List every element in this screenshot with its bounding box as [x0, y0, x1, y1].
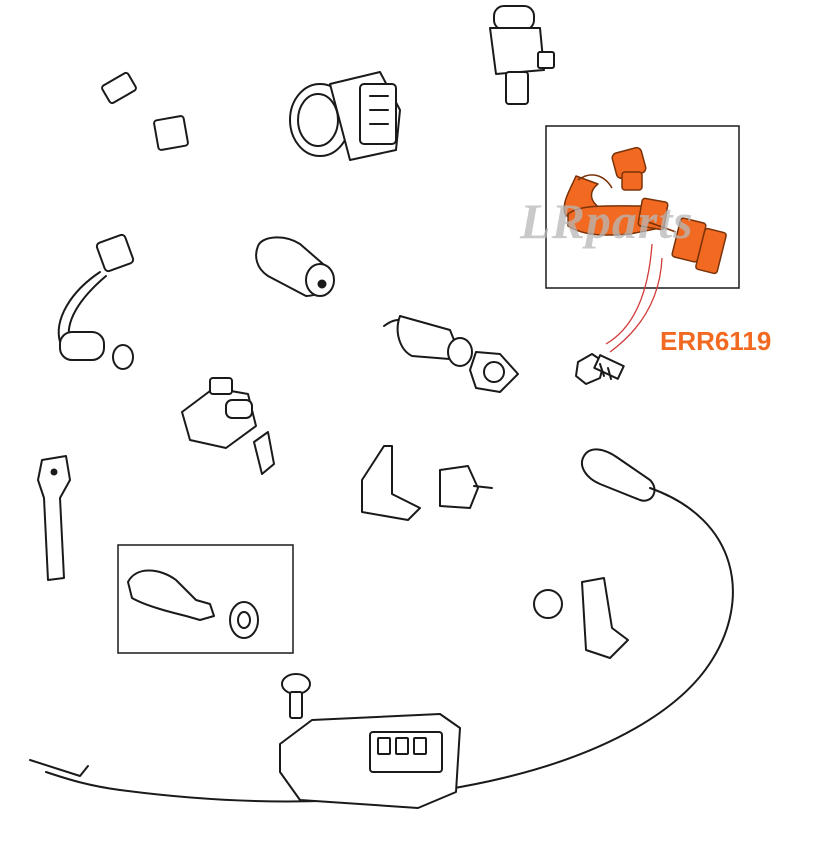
crank-sensor-part[interactable] — [57, 233, 135, 370]
speedo-cable-part[interactable] — [29, 448, 734, 803]
clip-bracket-part[interactable] — [533, 577, 629, 659]
control-module-part[interactable] — [279, 713, 461, 809]
bracket-part-left[interactable] — [37, 455, 71, 581]
framed-switch-part[interactable] — [127, 569, 259, 639]
idle-valve-part[interactable] — [383, 315, 519, 393]
highlighted-part-err6119[interactable] — [563, 146, 727, 275]
highlight-frame — [545, 125, 740, 289]
detail-frame — [117, 544, 294, 654]
throttle-sensor-part[interactable] — [181, 377, 275, 475]
bracket-part-center[interactable] — [361, 445, 493, 521]
screw-part[interactable] — [281, 673, 311, 719]
bolt-part[interactable] — [575, 353, 625, 385]
harness-sensor-part[interactable] — [101, 24, 197, 151]
pressure-switch-part[interactable] — [255, 236, 335, 297]
leader-lines — [605, 243, 663, 353]
switch-part-top[interactable] — [489, 5, 555, 105]
part-number-label[interactable]: ERR6119 — [660, 326, 772, 356]
airflow-meter-part[interactable] — [289, 71, 401, 161]
